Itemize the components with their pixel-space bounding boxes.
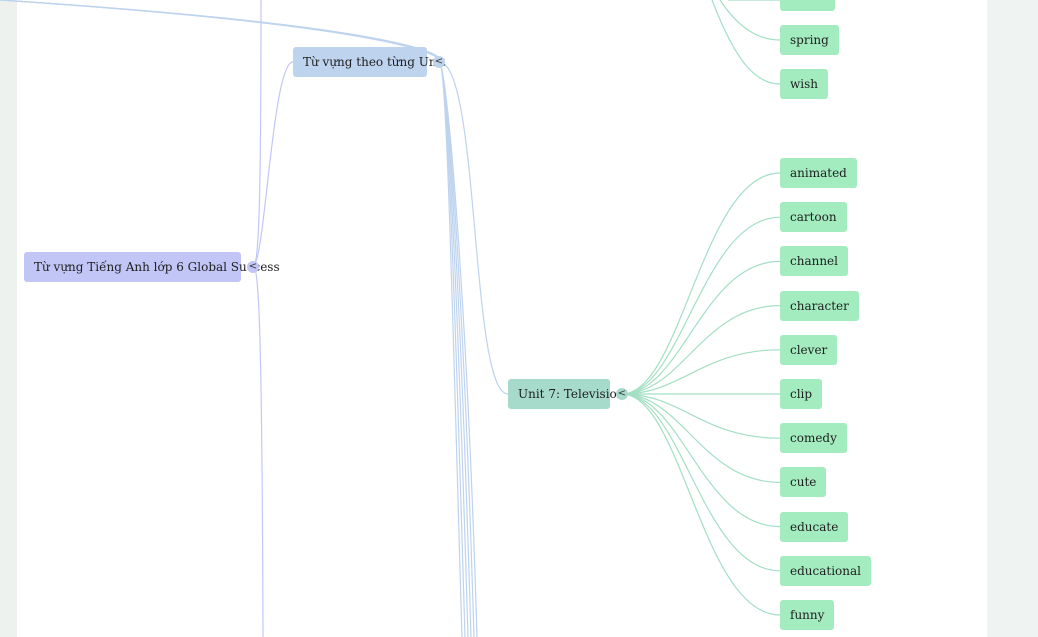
leaf-television-10[interactable]: funny [780, 600, 835, 630]
leaf-television-9[interactable]: educational [780, 555, 871, 586]
leaf-television-5[interactable]: clip [780, 379, 823, 409]
leaf-television-7[interactable]: cute [780, 467, 827, 498]
edge-branch-down-5 [438, 61, 478, 637]
edge-root-down [252, 265, 264, 637]
branch-node-label: Từ vựng theo từng Unit [303, 55, 446, 69]
leaf-label: channel [790, 254, 838, 269]
edge-unit-leaf-2 [621, 260, 781, 395]
edge-branch-to-unit [438, 61, 509, 395]
branch-collapse-icon[interactable]: < [433, 56, 445, 68]
unit-node-television[interactable]: Unit 7: Television [508, 379, 625, 409]
edge-upper-leaf-0 [719, 0, 781, 41]
leaf-label: cartoon [790, 210, 837, 225]
unit-collapse-icon[interactable]: < [616, 388, 628, 400]
leaf-television-4[interactable]: clever [780, 334, 838, 365]
leaf-television-2[interactable]: channel [780, 246, 848, 277]
edge-unit-leaf-7 [621, 393, 781, 483]
edge-root-up [252, 0, 262, 267]
root-node[interactable]: Từ vựng Tiếng Anh lớp 6 Global Success [24, 252, 280, 282]
edge-unit-leaf-4 [621, 349, 781, 395]
leaf-television-3[interactable]: character [780, 290, 859, 321]
leaf-label: cute [790, 475, 817, 490]
unit-node-label: Unit 7: Television [518, 387, 625, 401]
right-gutter [987, 0, 1038, 637]
branch-node-vocab-by-unit[interactable]: Từ vựng theo từng Unit [293, 47, 445, 77]
leaf-label: educational [790, 563, 861, 578]
leaf-label: clip [790, 387, 813, 401]
leaf-television-1[interactable]: cartoon [780, 202, 847, 233]
leaf-label: spring [790, 33, 829, 47]
leaf-upper-0[interactable]: spring [780, 25, 839, 55]
leaf-upper-1[interactable]: wish [780, 69, 828, 99]
leaf-label: educate [790, 519, 839, 534]
edge-unit-leaf-1 [621, 216, 781, 395]
edge-unit-leaf-8 [621, 393, 781, 528]
edge-upper-leaf-1 [711, 0, 781, 85]
leaf-clipped-top[interactable] [780, 0, 835, 11]
edge-unit-leaf-6 [621, 393, 781, 439]
leaf-label: comedy [790, 431, 837, 446]
edge-root-to-branch [252, 61, 294, 267]
leaf-label: character [790, 298, 849, 313]
leaf-label: animated [790, 166, 847, 180]
leaf-label: wish [790, 77, 818, 91]
leaf-label: funny [790, 608, 825, 622]
edge-unit-leaf-0 [621, 172, 781, 395]
leaf-television-8[interactable]: educate [780, 511, 849, 542]
leaf-label: clever [790, 342, 828, 357]
root-collapse-icon[interactable]: < [247, 261, 259, 273]
leaf-television-6[interactable]: comedy [780, 423, 847, 454]
edge-unit-leaf-9 [621, 393, 781, 572]
leaf-television-0[interactable]: animated [780, 158, 857, 188]
edge-unit-leaf-10 [621, 393, 781, 616]
edge-unit-leaf-3 [621, 305, 781, 395]
root-node-label: Từ vựng Tiếng Anh lớp 6 Global Success [34, 260, 280, 274]
